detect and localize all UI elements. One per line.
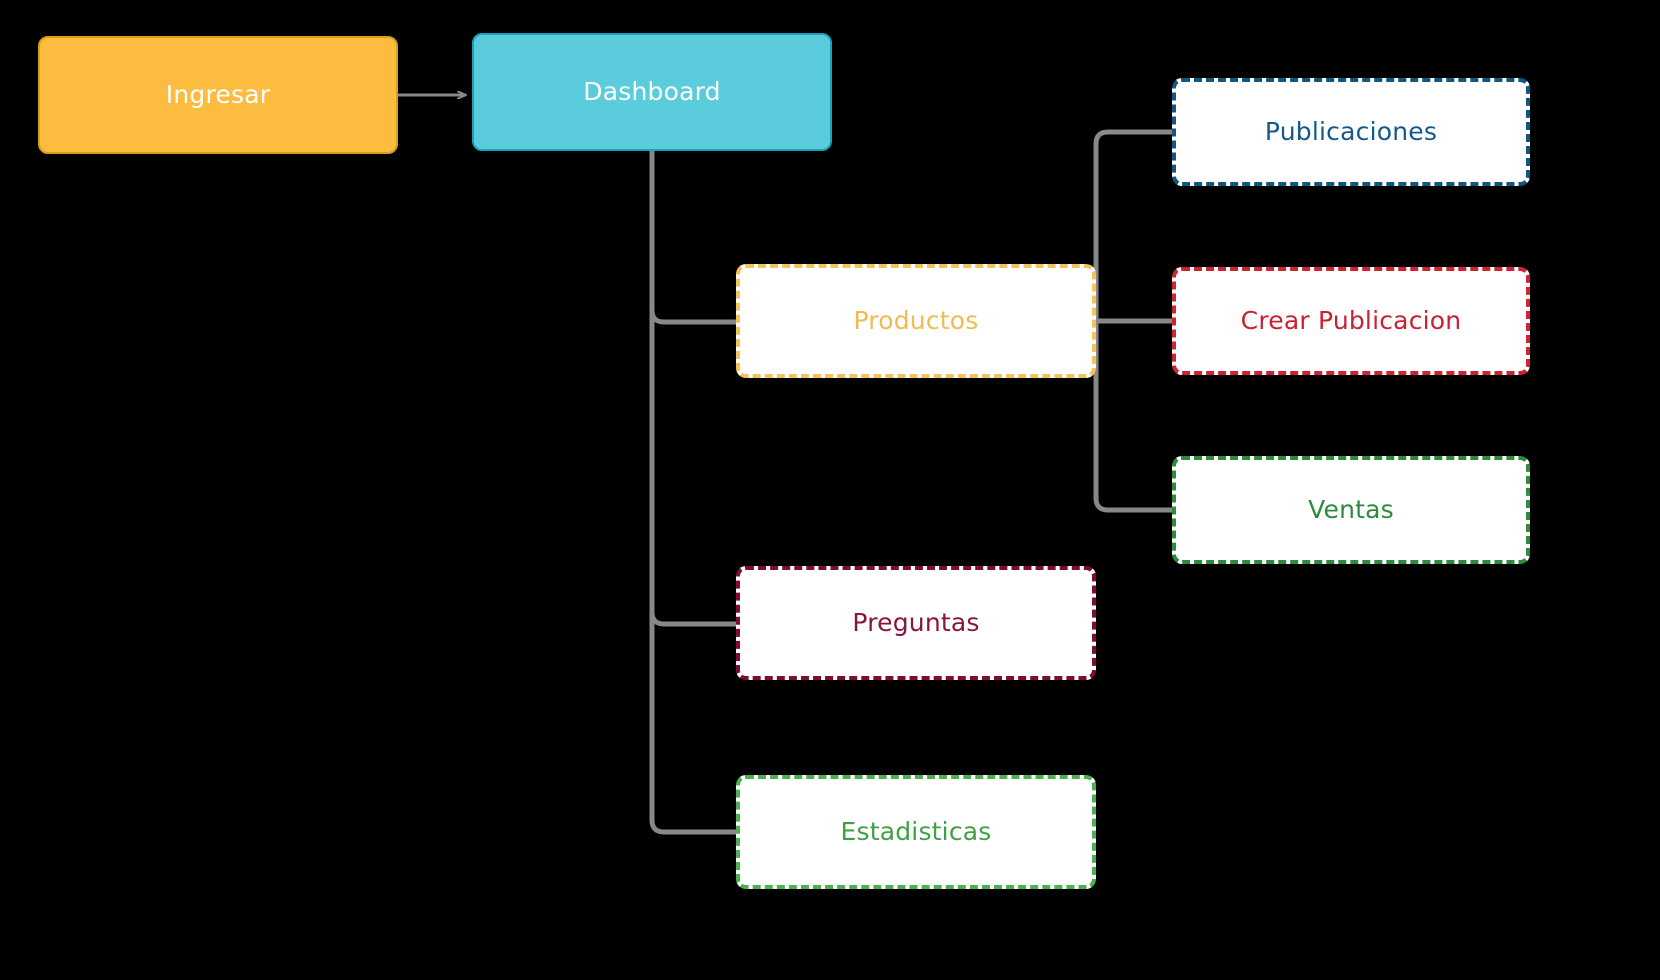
node-productos-label: Productos [853,306,979,335]
node-ingresar[interactable]: Ingresar [38,36,398,154]
node-crear-publicacion[interactable]: Crear Publicacion [1172,267,1530,375]
node-publicaciones-label: Publicaciones [1264,117,1438,146]
node-preguntas-label: Preguntas [852,608,980,637]
node-dashboard-label: Dashboard [583,77,721,106]
node-productos[interactable]: Productos [736,264,1096,378]
node-ventas-label: Ventas [1308,495,1394,524]
edge-productos-publicaciones [1093,129,1175,324]
edge-dashboard-preguntas [649,609,739,627]
node-publicaciones[interactable]: Publicaciones [1172,78,1530,186]
edge-productos-ventas [1093,318,1175,513]
node-estadisticas-label: Estadisticas [840,817,992,846]
edge-dashboard-productos [649,307,739,325]
edge-dashboard-trunk [649,148,739,835]
node-dashboard[interactable]: Dashboard [472,33,832,151]
node-estadisticas[interactable]: Estadisticas [736,775,1096,889]
node-preguntas[interactable]: Preguntas [736,566,1096,680]
node-ventas[interactable]: Ventas [1172,456,1530,564]
node-ingresar-label: Ingresar [165,80,271,109]
node-crear-publicacion-label: Crear Publicacion [1240,306,1462,335]
